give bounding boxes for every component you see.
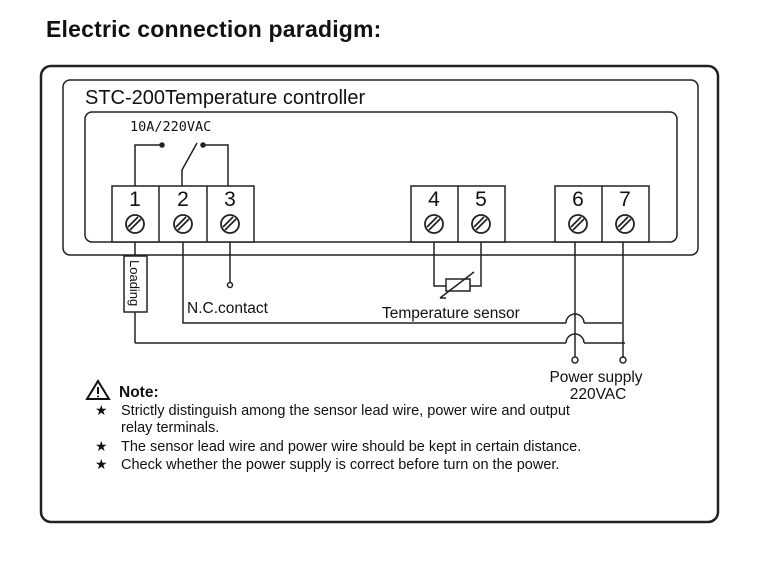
- power-voltage-label: 220VAC: [570, 386, 627, 403]
- terminal-number-1: 1: [129, 188, 141, 211]
- note-item-1-continued: relay terminals.: [121, 420, 220, 436]
- screw-terminal-icon: [125, 214, 145, 234]
- screw-terminal-icon: [424, 214, 444, 234]
- screw-terminal-icon: [568, 214, 588, 234]
- star-bullet: ★: [95, 438, 108, 454]
- star-bullet: ★: [95, 456, 108, 472]
- note-item-2: The sensor lead wire and power wire shou…: [121, 439, 582, 455]
- note-item-1: Strictly distinguish among the sensor le…: [121, 403, 570, 419]
- note-item-3: Check whether the power supply is correc…: [121, 457, 560, 473]
- page-title: Electric connection paradigm:: [46, 16, 382, 42]
- thermistor-icon: [439, 271, 475, 299]
- screw-terminal-icon: [615, 214, 635, 234]
- nc-terminal-dot: [226, 281, 234, 289]
- controller-title: STC-200Temperature controller: [85, 87, 365, 109]
- warning-triangle-icon: [85, 379, 111, 400]
- note-title: Note:: [119, 384, 159, 401]
- terminal-number-6: 6: [572, 188, 584, 211]
- terminal-number-5: 5: [475, 188, 487, 211]
- load-box: [123, 255, 148, 313]
- controller-inner: [84, 111, 678, 243]
- outer-frame: [39, 64, 720, 524]
- controller-outline: [62, 79, 699, 256]
- screw-terminal-icon: [173, 214, 193, 234]
- power-terminal-dot: [571, 356, 579, 364]
- screw-terminal-icon: [220, 214, 240, 234]
- terminal-block-6-7: [554, 185, 650, 243]
- star-bullet: ★: [95, 402, 108, 418]
- wires: [134, 242, 625, 358]
- power-supply-label: Power supply: [549, 369, 642, 386]
- power-terminal-dot: [619, 356, 627, 364]
- terminal-number-4: 4: [428, 188, 440, 211]
- relay-rating: 10A/220VAC: [130, 119, 211, 135]
- temperature-sensor-label: Temperature sensor: [382, 305, 520, 322]
- nc-contact-label: N.C.contact: [187, 300, 269, 317]
- terminal-number-7: 7: [619, 188, 631, 211]
- terminal-number-2: 2: [177, 188, 189, 211]
- terminal-block-4-5: [410, 185, 506, 243]
- screw-terminal-icon: [471, 214, 491, 234]
- relay-switch: [134, 142, 229, 186]
- terminal-number-3: 3: [224, 188, 236, 211]
- load-label: Loading: [127, 260, 142, 306]
